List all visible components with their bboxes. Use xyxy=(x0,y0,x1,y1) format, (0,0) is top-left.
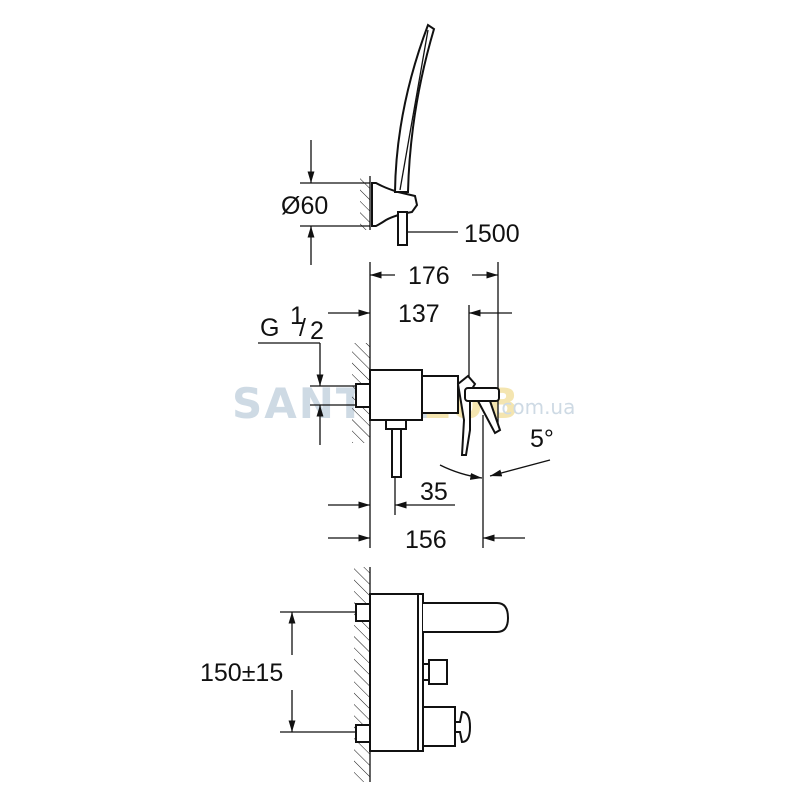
outlet-nut xyxy=(385,419,407,430)
inlet-top xyxy=(355,603,371,622)
diverter-knob xyxy=(428,659,448,685)
wall-hatch xyxy=(360,178,370,230)
outlet-offset-label: 35 xyxy=(420,478,448,506)
inlet-spacing-label: 150±15 xyxy=(200,659,283,687)
mixer-body xyxy=(369,369,423,421)
spout xyxy=(464,387,500,402)
front-view: 150±15 xyxy=(200,567,510,782)
angle-label: 5° xyxy=(530,425,554,453)
inlet-bottom xyxy=(355,724,371,743)
cartridge xyxy=(422,706,456,747)
watermark-text-3: .com.ua xyxy=(495,395,575,419)
diameter-label: Ø60 xyxy=(281,192,328,220)
thread-numerator: 1 xyxy=(290,302,304,330)
lever-handle xyxy=(456,374,477,456)
thread-label: G xyxy=(260,314,279,342)
overall-depth-label: 176 xyxy=(408,262,450,290)
cartridge-knob xyxy=(454,710,472,744)
mixer-body-front xyxy=(369,593,419,752)
thread-denominator: 2 xyxy=(310,317,324,345)
handle-loop xyxy=(423,602,510,633)
spout-depth-label: 156 xyxy=(405,526,447,554)
hose-length-label: 1500 xyxy=(464,220,520,248)
hand-shower-view: Ø60 1500 xyxy=(281,23,520,265)
wall-hatch xyxy=(354,567,370,782)
handle-depth-label: 137 xyxy=(398,300,440,328)
svg-text:/: / xyxy=(299,314,306,342)
side-view: 176 137 G 1 / 2 35 5° 1 xyxy=(258,262,554,554)
outlet-hose xyxy=(391,428,402,478)
hose xyxy=(397,211,408,246)
